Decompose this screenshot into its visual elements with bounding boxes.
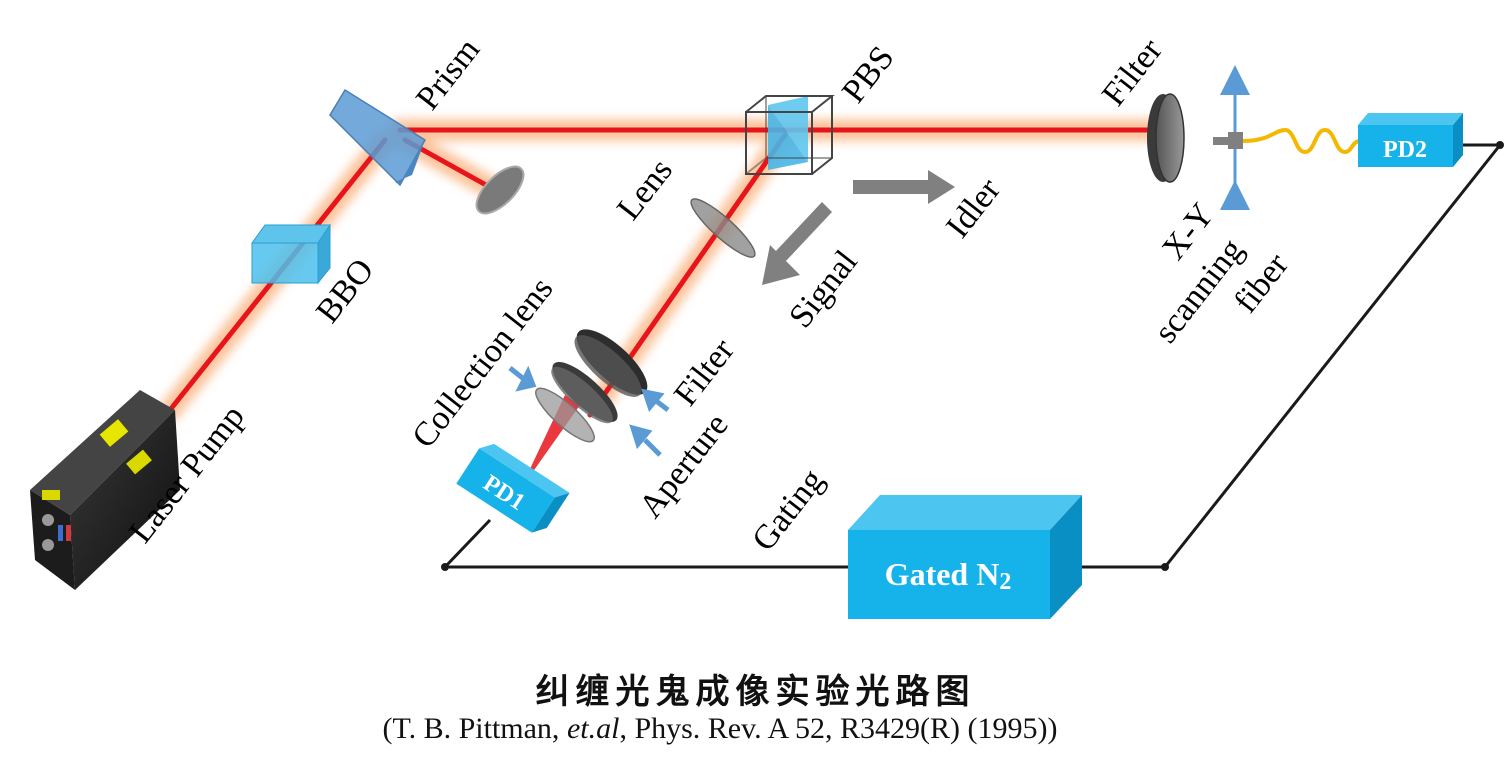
label-filter-signal: Filter [667, 332, 742, 413]
signal-direction-arrow-icon [762, 202, 832, 285]
prism [329, 88, 427, 187]
label-gating: Gating [745, 462, 831, 558]
laser-pump-device [30, 390, 180, 590]
figure-reference: (T. B. Pittman, et.al, Phys. Rev. A 52, … [0, 712, 1440, 746]
label-aperture: Aperture [632, 407, 736, 525]
lens [690, 198, 756, 258]
pd2-label: PD2 [1383, 137, 1427, 163]
collection-lens [535, 387, 595, 443]
label-pbs: PBS [835, 39, 901, 109]
signal-arm-filter [574, 329, 648, 397]
pd2-detector: PD2 [1358, 113, 1463, 167]
bbo-crystal [251, 223, 331, 285]
label-signal: Signal [782, 244, 865, 335]
wire-node [1161, 563, 1169, 571]
xy-scan-stage[interactable] [1213, 65, 1361, 210]
pbs-cube [745, 95, 835, 175]
label-lens: Lens [610, 152, 680, 227]
reference-etal: et.al [566, 712, 620, 745]
idler-filter [1147, 93, 1185, 183]
idler-direction-arrow-icon [853, 170, 955, 204]
label-idler: Idler [939, 171, 1008, 245]
figure-title: 纠缠光鬼成像实验光路图 [535, 672, 976, 712]
gated-label-subscript: 2 [999, 569, 1011, 595]
fiber-tip [1228, 132, 1243, 149]
pd1-detector: PD1 [456, 443, 570, 533]
label-collection-lens: Collection lens [405, 271, 560, 455]
gated-label: Gated N [885, 556, 1000, 592]
label-prism: Prism [409, 32, 487, 117]
ghost-imaging-setup-diagram: PD2 PD1 [30, 32, 1504, 619]
reference-suffix: , Phys. Rev. A 52, R3429(R) (1995)) [619, 712, 1058, 745]
wire-node [441, 563, 449, 571]
pointer-arrows [508, 365, 670, 457]
svg-text:Gated N2: Gated N2 [885, 556, 1012, 595]
wire-node [1496, 141, 1504, 149]
aperture [551, 362, 618, 424]
gated-counter-box: Gated N2 [848, 495, 1082, 619]
aperture-pointer-icon [643, 438, 662, 457]
beam-dump-mirror [475, 165, 525, 215]
reference-prefix: (T. B. Pittman, [382, 712, 567, 745]
optical-fiber [1242, 127, 1361, 155]
